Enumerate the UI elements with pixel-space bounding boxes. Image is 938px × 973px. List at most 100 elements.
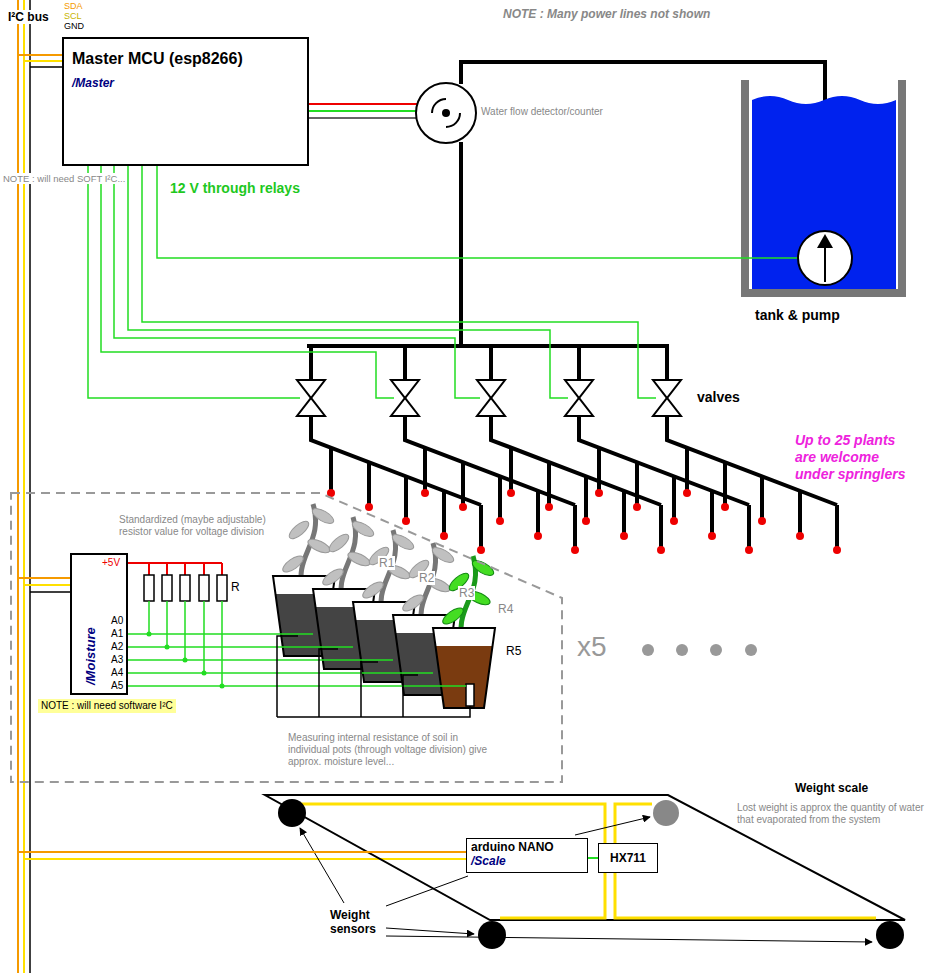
- valve-symbol: [391, 380, 419, 398]
- flow-meter-symbol: [416, 83, 476, 143]
- valve-symbol: [565, 398, 593, 416]
- leader-line: [575, 817, 650, 835]
- sprinkler-head: [595, 489, 603, 497]
- note: x5: [577, 630, 607, 664]
- part-label: Water flow detector/counter: [481, 106, 603, 118]
- sprinkler-head: [745, 546, 753, 554]
- plant-leaf: [350, 519, 376, 540]
- supply-wire: [128, 563, 222, 575]
- bus-wire: [29, 0, 31, 973]
- sprinkler-head: [708, 532, 716, 540]
- sprinkler-head: [582, 517, 590, 525]
- pin-name: A3: [111, 654, 123, 666]
- valve-symbol: [391, 398, 419, 416]
- pin-name: A2: [111, 641, 123, 653]
- sprinkler-head: [833, 546, 841, 554]
- valve-symbol: [653, 380, 681, 398]
- sprinkler-head: [657, 546, 665, 554]
- mcu-box: Master MCU (esp8266) /Master: [62, 37, 309, 166]
- scale-platform: [265, 795, 905, 920]
- sprinkler-head: [477, 546, 485, 554]
- part-label: tank & pump: [755, 307, 840, 324]
- callout-number: R1: [378, 556, 395, 570]
- callout-number: R3: [458, 586, 475, 600]
- note: Standardized (maybe adjustable) resistor…: [119, 514, 294, 538]
- sprinkler-head: [496, 517, 504, 525]
- plant-leaf: [440, 605, 465, 627]
- junction-dot: [202, 671, 207, 676]
- leader-line: [300, 828, 344, 903]
- leader-line: [386, 876, 468, 906]
- callout-number: R5: [505, 644, 522, 658]
- ellipsis-dot: [676, 644, 688, 656]
- ellipsis-dot: [745, 644, 757, 656]
- valve-symbol: [565, 380, 593, 398]
- ground-wire: [277, 636, 470, 717]
- sprinkler-head: [402, 517, 410, 525]
- sensor-wire: [309, 103, 419, 105]
- pin-name: A4: [111, 667, 123, 679]
- sprinkler-head: [507, 489, 515, 497]
- sprinkler-head: [534, 532, 542, 540]
- load-cell: [653, 800, 679, 826]
- part-label: Weight sensors: [330, 908, 382, 937]
- mcu-box: arduino NANO/Scale: [466, 838, 588, 873]
- plant-leaf: [390, 532, 416, 553]
- part-label: Weight scale: [795, 781, 868, 795]
- soil: [436, 646, 493, 708]
- part-label: valves: [697, 389, 740, 406]
- resistor-symbol: [144, 575, 154, 601]
- box-title: HX711: [610, 851, 646, 865]
- box-subtitle: /Master: [72, 76, 114, 90]
- pot: [433, 628, 495, 708]
- soil-probe: [466, 684, 474, 706]
- bus-wire: [23, 0, 25, 973]
- note: NOTE : Many power lines not shown: [503, 7, 710, 21]
- pump-symbol: [824, 246, 826, 282]
- note: NOTE : will need software I²C: [38, 699, 176, 713]
- plant-leaf: [346, 549, 372, 568]
- signal-wire: [128, 634, 466, 686]
- note: NOTE : will need SOFT I²C...: [3, 173, 125, 184]
- bus-label: I²C bus: [6, 10, 51, 24]
- pin-name: A1: [111, 628, 123, 640]
- sprinkler-head: [545, 503, 553, 511]
- signal-name: SDA: [64, 1, 83, 12]
- note: Lost weight is approx the quantity of wa…: [737, 802, 927, 826]
- box-title: Master MCU (esp8266): [72, 49, 243, 68]
- box-title: /Moisture: [83, 627, 98, 685]
- load-cell: [876, 921, 904, 949]
- valve-symbol: [477, 398, 505, 416]
- junction-dot: [147, 632, 152, 637]
- sprinkler-head: [421, 489, 429, 497]
- plant-leaf: [320, 566, 345, 588]
- valve-symbol: [653, 398, 681, 416]
- sprinkler-head: [571, 546, 579, 554]
- leader-line: [386, 936, 872, 942]
- resistor-symbol: [180, 575, 190, 601]
- signal-name: SCL: [64, 11, 82, 22]
- relay-wire: [157, 166, 798, 258]
- pump-symbol: [817, 234, 833, 248]
- sprinkler-branch: [311, 416, 481, 550]
- sprinkler-head: [721, 503, 729, 511]
- valve-symbol: [297, 380, 325, 398]
- pin-name: +5V: [102, 557, 120, 569]
- plant-leaf: [360, 579, 385, 601]
- pipe: [311, 346, 667, 380]
- tank: [745, 80, 902, 293]
- sprinkler-head: [440, 532, 448, 540]
- plant-leaf: [327, 531, 352, 554]
- resistor-symbol: [199, 575, 209, 601]
- region-outline: [11, 493, 562, 782]
- leader-line: [386, 928, 474, 934]
- flow-meter-symbol: [442, 109, 450, 117]
- pin-name: A5: [111, 680, 123, 692]
- ellipsis-dot: [642, 644, 654, 656]
- flow-meter-symbol: [432, 99, 460, 127]
- box-title: arduino NANO: [471, 840, 554, 854]
- pump-symbol: [798, 231, 852, 285]
- sensor-wire: [309, 117, 417, 119]
- bus-connector: [588, 857, 598, 859]
- sprinkler-head: [365, 503, 373, 511]
